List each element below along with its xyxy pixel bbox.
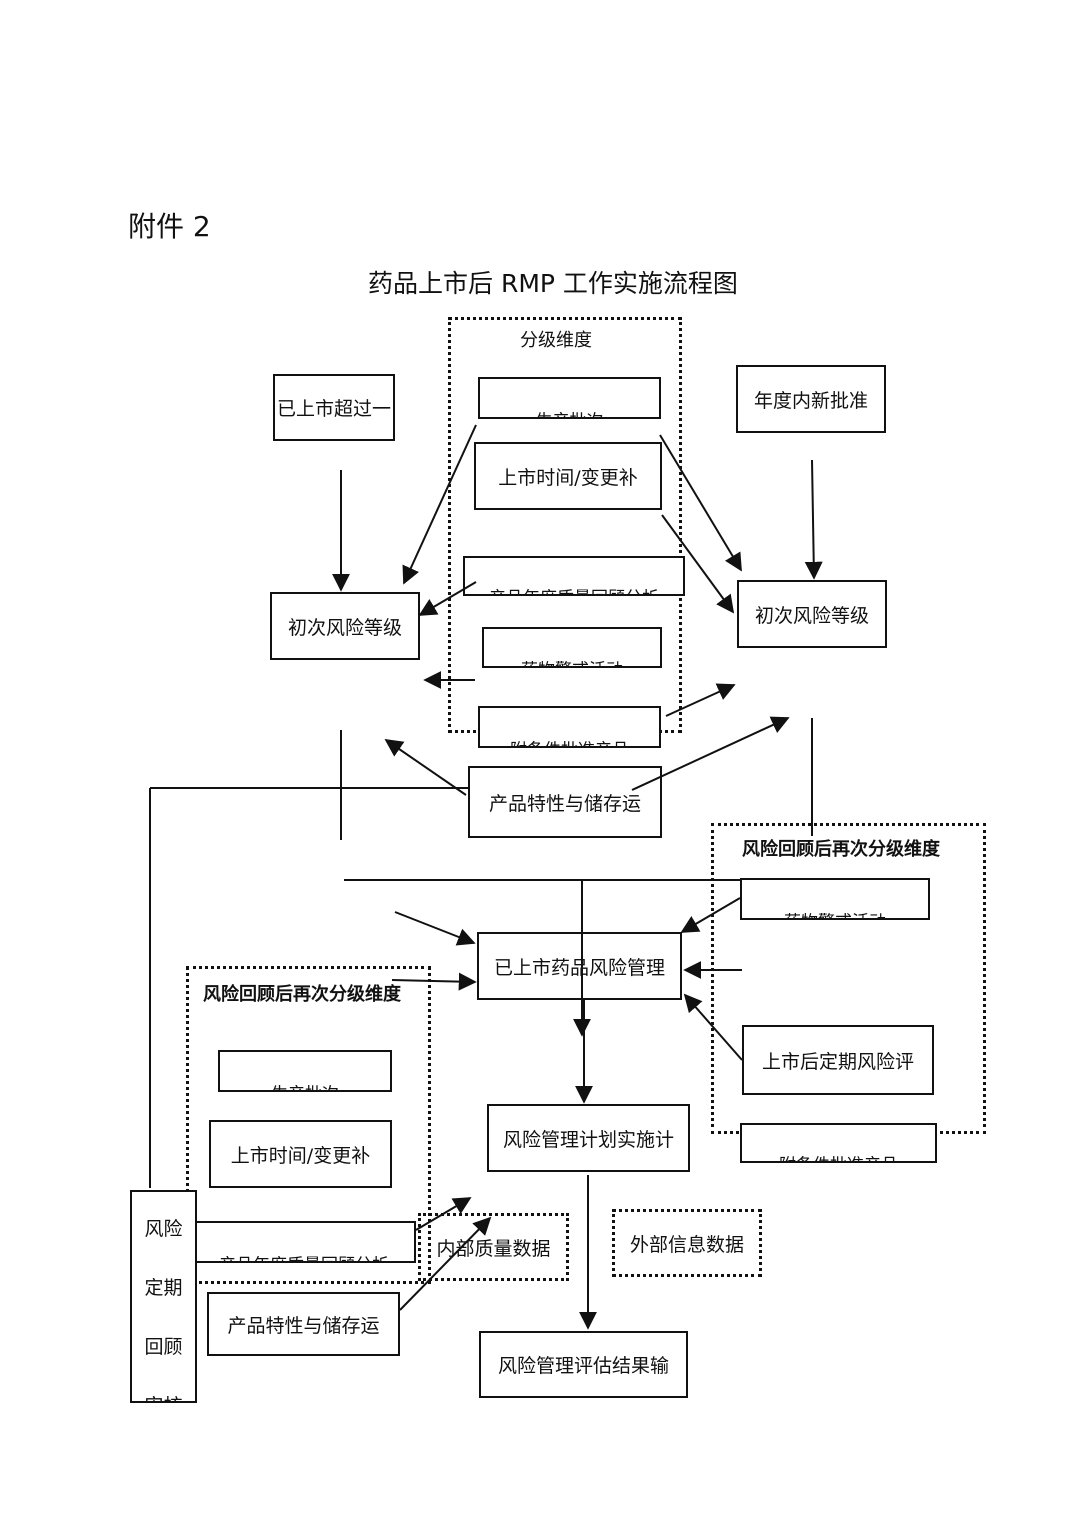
- rmp-implementation-plan-box: 风险管理计划实施计: [487, 1104, 690, 1172]
- dim-conditional-approval: 附条件批准产品: [478, 706, 661, 748]
- rmp-evaluation-output-box: 风险管理评估结果输: [479, 1331, 688, 1398]
- page-title: 药品上市后 RMP 工作实施流程图: [368, 269, 738, 298]
- left-listing-time: 上市时间/变更补: [209, 1120, 392, 1188]
- dim-annual-quality-review: 产品年度质量回顾分析: [463, 556, 685, 596]
- left-review-group: [186, 966, 431, 1284]
- left-annual-quality-review: 产品年度质量回顾分析: [192, 1221, 416, 1263]
- product-characteristics-box-2: 产品特性与储存运: [207, 1292, 400, 1356]
- dim-listing-time: 上市时间/变更补: [474, 442, 662, 510]
- right-conditional-approval: 附条件批准产品: [740, 1123, 937, 1163]
- dim-pharmacovigilance: 药物警戒活动: [482, 627, 662, 668]
- dim-production-batch: 生产批次: [478, 377, 661, 419]
- newly-approved-box: 年度内新批准: [736, 365, 886, 433]
- top-dimensions-title: 分级维度: [520, 330, 592, 351]
- left-review-title: 风险回顾后再次分级维度: [203, 984, 401, 1005]
- product-characteristics-box: 产品特性与储存运: [468, 766, 662, 838]
- external-info-data-box: 外部信息数据: [612, 1209, 762, 1277]
- left-initial-risk-box: 初次风险等级: [270, 592, 420, 660]
- post-market-periodic-risk-box: 上市后定期风险评: [742, 1025, 934, 1095]
- marketed-drug-risk-management-box: 已上市药品风险管理: [477, 932, 682, 1000]
- attachment-label: 附件 2: [128, 210, 211, 243]
- right-pharmacovigilance: 药物警戒活动: [740, 878, 930, 920]
- left-production-batch: 生产批次: [218, 1050, 392, 1092]
- right-review-title: 风险回顾后再次分级维度: [742, 839, 940, 860]
- listed-over-one-year-box: 已上市超过一: [273, 374, 395, 441]
- right-initial-risk-box: 初次风险等级: [737, 580, 887, 648]
- periodic-review-audit-box: 风险 定期 回顾 审核: [130, 1190, 197, 1403]
